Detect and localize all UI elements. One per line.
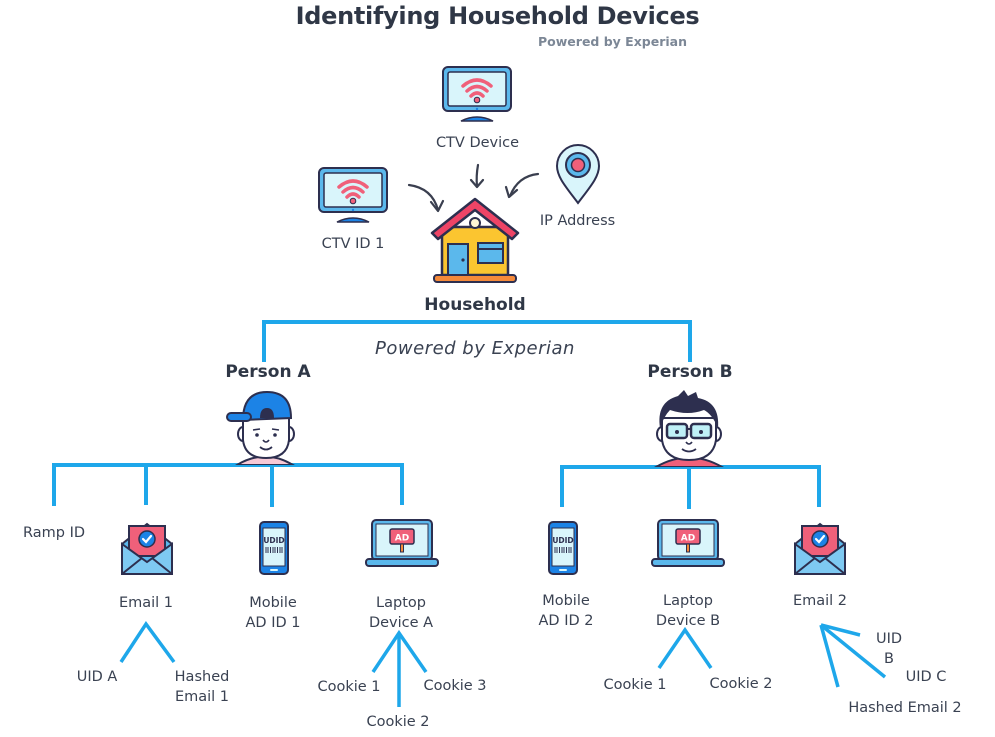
- laptop-device-b-label: Laptop Device B: [655, 593, 721, 629]
- uid-a-label: UID A: [76, 669, 118, 685]
- ctv-id-1-label: CTV ID 1: [321, 236, 385, 252]
- person-b-label: Person B: [647, 362, 733, 382]
- ad-text: AD: [681, 534, 695, 544]
- ctv-device-label: CTV Device: [435, 135, 520, 151]
- cookie-b1-label: Cookie 1: [603, 677, 667, 693]
- email-verified-icon: [794, 522, 846, 575]
- mobile-udid-icon: UDID: [548, 521, 578, 575]
- email-1-label: Email 1: [118, 595, 174, 611]
- hashed-email-1-label: Hashed Email 1: [174, 669, 230, 705]
- mobile-ad-id-1-label: Mobile AD ID 1: [245, 595, 301, 631]
- laptop-b-fork: [657, 626, 713, 669]
- location-pin-icon: [555, 144, 601, 205]
- diagram-subtitle: Powered by Experian: [538, 34, 687, 49]
- arrow-head: [469, 178, 485, 189]
- cookie-a1-label: Cookie 1: [317, 679, 381, 695]
- udid-text: UDID: [263, 536, 284, 545]
- diagram-title: Identifying Household Devices: [295, 2, 700, 30]
- person-cap-avatar-icon: [226, 390, 295, 465]
- hashed-email-2-label: Hashed Email 2: [848, 700, 962, 716]
- arrow-head: [504, 185, 519, 199]
- house-icon: [430, 197, 520, 283]
- arrow-head: [429, 199, 445, 213]
- ramp-id-label: Ramp ID: [22, 525, 86, 541]
- arrow-from-ctv-device: [475, 163, 480, 188]
- laptop-ad-icon: AD: [365, 519, 439, 567]
- email-2-fork-uid-c: [819, 623, 887, 679]
- udid-text: UDID: [552, 536, 573, 545]
- laptop-device-a-label: Laptop Device A: [368, 595, 434, 631]
- email-2-fork-uid-b: [820, 623, 861, 637]
- uid-b-label: UID B: [875, 631, 903, 667]
- arrow-from-ip-address: [508, 172, 540, 198]
- mobile-ad-id-2-label: Mobile AD ID 2: [538, 593, 594, 629]
- email-2-fork-hashed: [819, 624, 840, 688]
- email-verified-icon: [121, 522, 173, 575]
- powered-by-caption: Powered by Experian: [375, 338, 575, 359]
- email-1-fork: [119, 620, 176, 664]
- household-bracket: [262, 320, 692, 362]
- mobile-udid-icon: UDID: [259, 521, 289, 575]
- household-label: Household: [424, 295, 526, 315]
- cookie-a2-label: Cookie 2: [366, 714, 430, 730]
- email-2-label: Email 2: [792, 593, 848, 609]
- person-glasses-avatar-icon: [653, 390, 725, 467]
- smart-tv-wifi-icon: [318, 167, 388, 223]
- smart-tv-wifi-icon: [442, 66, 512, 122]
- laptop-ad-icon: AD: [651, 519, 725, 567]
- cookie-a3-label: Cookie 3: [423, 678, 487, 694]
- arrow-from-ctv-id-1: [407, 183, 440, 212]
- ip-address-label: IP Address: [539, 213, 616, 229]
- person-a-label: Person A: [225, 362, 311, 382]
- ad-text: AD: [395, 534, 409, 544]
- cookie-b2-label: Cookie 2: [709, 676, 773, 692]
- uid-c-label: UID C: [905, 669, 947, 685]
